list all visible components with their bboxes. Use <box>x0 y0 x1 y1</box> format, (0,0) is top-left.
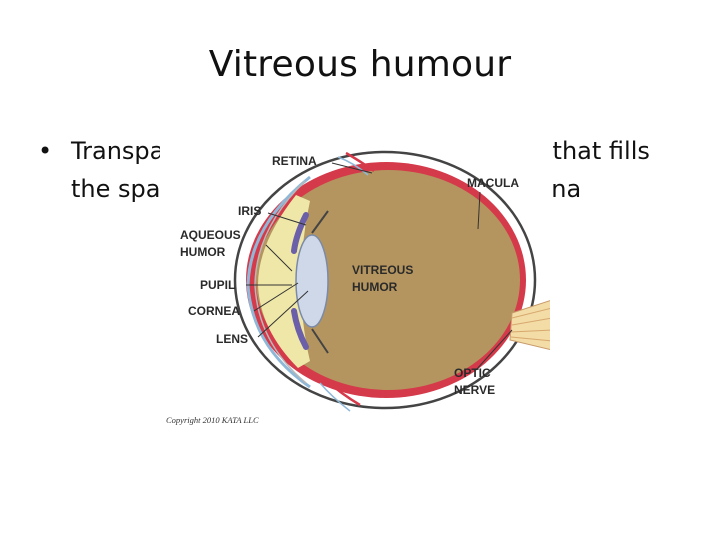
retina-leader <box>331 162 373 174</box>
label-retina: RETINA <box>272 154 317 168</box>
blood-vessel-2 <box>337 156 369 176</box>
blood-vessel-4 <box>319 382 351 412</box>
cornea-leader <box>253 282 299 312</box>
aqueous-leader <box>265 244 293 272</box>
optic-leader <box>475 329 513 371</box>
iris <box>291 212 309 254</box>
iris-leader <box>267 212 307 226</box>
label-lens: LENS <box>216 332 248 346</box>
label-aqueous-2: HUMOR <box>180 245 226 259</box>
lens-leader <box>257 290 309 338</box>
blood-vessel-3 <box>325 379 361 407</box>
macula-leader <box>477 191 481 230</box>
label-vitreous-1: VITREOUS <box>352 263 413 277</box>
bullet-marker: • <box>38 137 53 165</box>
label-macula: MACULA <box>467 176 519 190</box>
label-optic-1: OPTIC <box>454 366 491 380</box>
ciliary-body <box>311 210 329 354</box>
eye-diagram: RETINA MACULA IRIS AQUEOUS HUMOR PUPIL C… <box>160 125 550 430</box>
iris-lower <box>291 308 309 350</box>
lens <box>295 234 329 328</box>
label-optic-2: NERVE <box>454 383 495 397</box>
vitreous-humor <box>256 170 520 390</box>
label-iris: IRIS <box>238 204 261 218</box>
slide-title: Vitreous humour <box>208 44 512 85</box>
label-cornea: CORNEA <box>188 304 240 318</box>
label-vitreous-2: HUMOR <box>352 280 398 294</box>
label-aqueous-1: AQUEOUS <box>180 228 241 242</box>
optic-nerve-fibers <box>510 307 550 342</box>
label-pupil: PUPIL <box>200 278 235 292</box>
copyright-text: Copyright 2010 KATA LLC <box>166 415 259 425</box>
blood-vessel <box>345 151 375 173</box>
eye-diagram-svg: RETINA MACULA IRIS AQUEOUS HUMOR PUPIL C… <box>166 150 550 425</box>
